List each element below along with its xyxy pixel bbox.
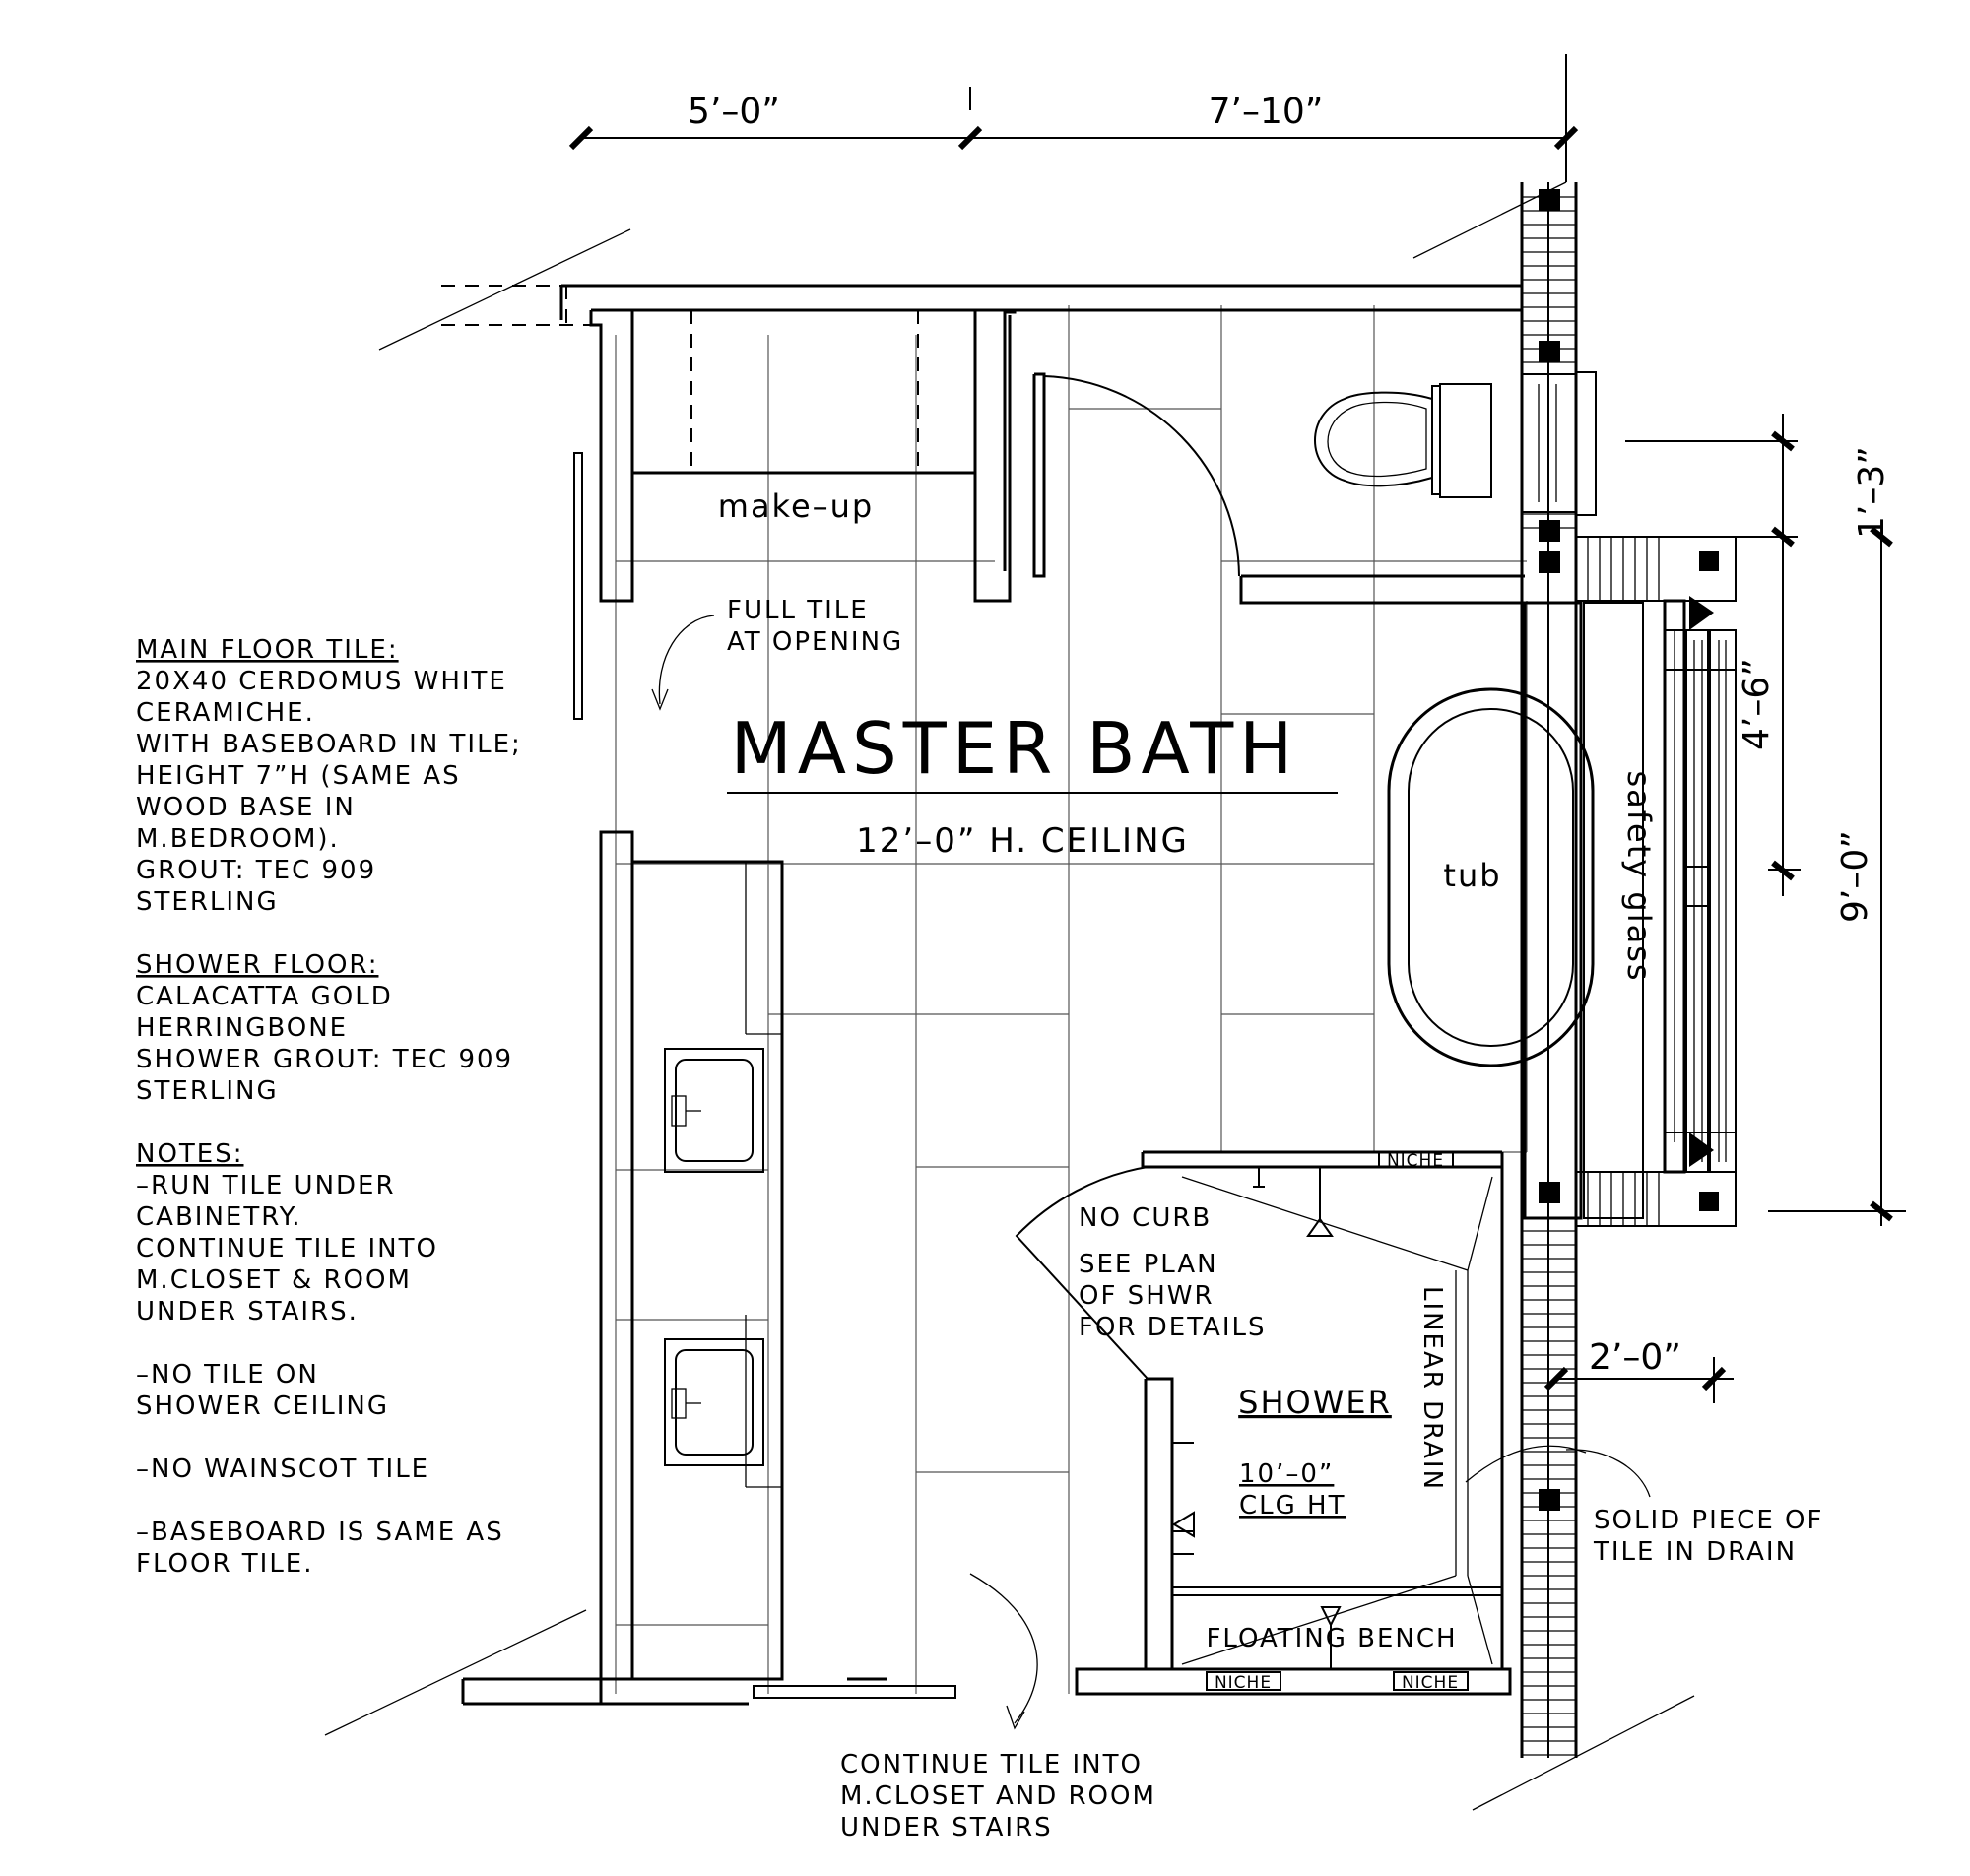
notes-line: STERLING: [136, 1076, 279, 1106]
makeup-label: make–up: [718, 487, 874, 525]
dim-5-0: 5’–0”: [688, 92, 780, 132]
bathtub-icon: [1387, 687, 1595, 1067]
continue-tile-note-1: CONTINUE TILE INTO: [840, 1750, 1143, 1779]
shower-head-icon: [1306, 1167, 1334, 1237]
floating-bench-label: FLOATING BENCH: [1206, 1624, 1457, 1653]
safety-glass-label: safety glass: [1620, 770, 1658, 982]
dim-2-0: 2’–0”: [1589, 1337, 1681, 1378]
dimension-lines: [568, 54, 1906, 1403]
continue-tile-note-3: UNDER STAIRS: [840, 1813, 1053, 1843]
notes-line: CERAMICHE.: [136, 698, 315, 728]
niche-label-bottom-right: NICHE: [1402, 1673, 1459, 1693]
shower-label: SHOWER: [1238, 1384, 1392, 1421]
notes-line: M.BEDROOM).: [136, 824, 340, 854]
notes-heading: MAIN FLOOR TILE:: [136, 635, 399, 665]
notes-line: –RUN TILE UNDER: [136, 1171, 396, 1200]
notes-line: M.CLOSET & ROOM: [136, 1265, 412, 1295]
sink-icon: [664, 1338, 764, 1466]
notes-line: CALACATTA GOLD: [136, 982, 393, 1011]
notes-line: STERLING: [136, 887, 279, 917]
callout-notes: FULL TILE AT OPENING NO CURB SEE PLAN OF…: [727, 596, 1823, 1843]
continue-tile-note-2: M.CLOSET AND ROOM: [840, 1781, 1156, 1811]
notes-line: HERRINGBONE: [136, 1013, 348, 1043]
shower-ceiling-2: CLG HT: [1239, 1491, 1346, 1520]
shower-ceiling-1: 10’–0”: [1239, 1459, 1334, 1489]
notes-line: GROUT: TEC 909: [136, 856, 376, 885]
ceiling-height: 12’–0” H. CEILING: [856, 821, 1189, 861]
floor-tile-grid: [615, 305, 1528, 1694]
notes-line: –NO TILE ON: [136, 1360, 319, 1390]
dimension-labels: 5’–0” 7’–10” 1’–3” 4’–6” 9’–0” 2’–0”: [688, 92, 1892, 1378]
solid-piece-note-1: SOLID PIECE OF: [1594, 1506, 1823, 1535]
notes-heading: NOTES:: [136, 1139, 244, 1169]
walls: [324, 181, 1695, 1811]
notes-line: –BASEBOARD IS SAME AS: [136, 1518, 504, 1547]
notes-line: 20X40 CERDOMUS WHITE: [136, 667, 507, 696]
full-tile-note-2: AT OPENING: [727, 627, 903, 657]
dim-7-10: 7’–10”: [1209, 92, 1324, 132]
no-curb-note-3: SEE PLAN: [1079, 1250, 1218, 1279]
no-curb-note-4: OF SHWR: [1079, 1281, 1215, 1311]
room-title: MASTER BATH: [731, 707, 1299, 790]
notes-line: CABINETRY.: [136, 1202, 301, 1232]
no-curb-note-5: FOR DETAILS: [1079, 1313, 1267, 1342]
notes-line: SHOWER CEILING: [136, 1391, 389, 1421]
notes-line: FLOOR TILE.: [136, 1549, 314, 1579]
notes-line: WOOD BASE IN: [136, 793, 356, 822]
leader-lines: [651, 615, 1651, 1730]
notes-line: CONTINUE TILE INTO: [136, 1234, 438, 1263]
notes-line: HEIGHT 7”H (SAME AS: [136, 761, 461, 791]
shower-enclosure: [1015, 1150, 1512, 1696]
solid-piece-note-2: TILE IN DRAIN: [1593, 1537, 1797, 1567]
niche-label-top: NICHE: [1387, 1151, 1444, 1171]
tub-label: tub: [1443, 857, 1501, 894]
niche-label-bottom-left: NICHE: [1215, 1673, 1272, 1693]
toilet-icon: [1314, 383, 1492, 498]
notes-line: UNDER STAIRS.: [136, 1297, 359, 1326]
exterior-wall: [1520, 182, 1737, 1758]
dim-4-6: 4’–6”: [1737, 658, 1777, 750]
dim-1-3: 1’–3”: [1852, 446, 1892, 539]
notes-line: SHOWER GROUT: TEC 909: [136, 1045, 513, 1074]
vanity: [630, 860, 784, 1681]
notes-heading: SHOWER FLOOR:: [136, 950, 378, 980]
sink-icon: [664, 1048, 764, 1173]
full-tile-note-1: FULL TILE: [727, 596, 869, 625]
notes-line: WITH BASEBOARD IN TILE;: [136, 730, 522, 759]
linear-drain-label: LINEAR DRAIN: [1417, 1286, 1447, 1491]
general-notes: MAIN FLOOR TILE:20X40 CERDOMUS WHITECERA…: [136, 635, 522, 1579]
room-labels: MASTER BATH 12’–0” H. CEILING make–up tu…: [718, 487, 1658, 1693]
dim-9-0: 9’–0”: [1835, 830, 1875, 923]
no-curb-note-1: NO CURB: [1079, 1203, 1212, 1233]
notes-line: –NO WAINSCOT TILE: [136, 1455, 429, 1484]
